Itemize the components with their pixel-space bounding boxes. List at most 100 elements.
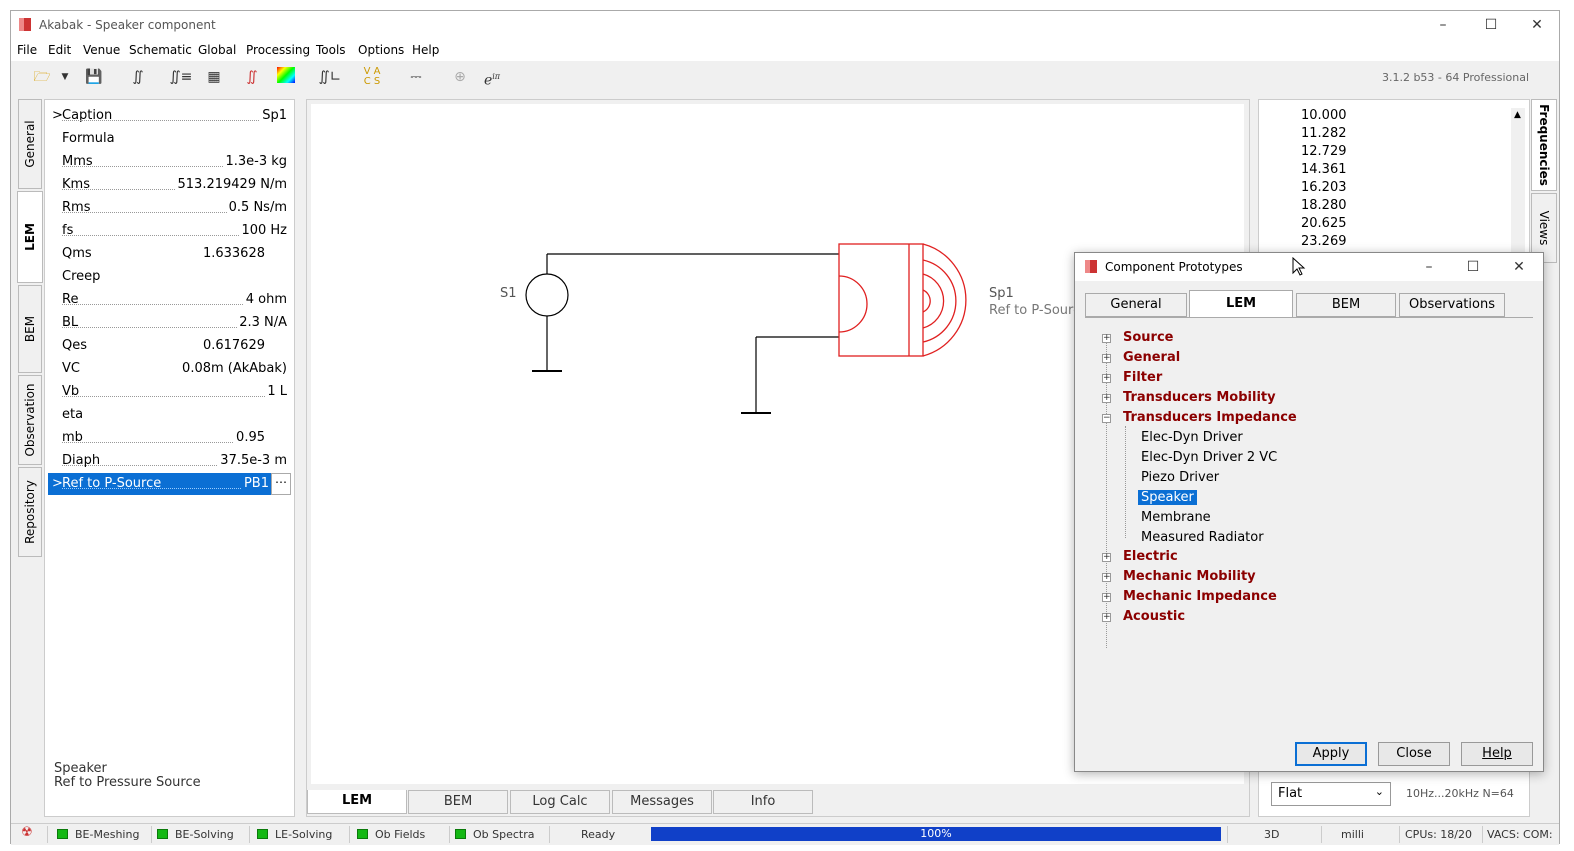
menu-help[interactable]: Help — [412, 43, 440, 57]
expand-icon[interactable]: + — [1102, 572, 1111, 582]
dialog-minimize-icon[interactable]: – — [1425, 259, 1433, 275]
integral-list-icon[interactable]: ∬≡ — [169, 69, 193, 85]
collapse-icon[interactable]: − — [1102, 413, 1111, 423]
menu-global[interactable]: Global — [198, 43, 237, 57]
tree-category-mechanic-impedance[interactable]: Mechanic Impedance — [1123, 589, 1277, 604]
minimize-icon[interactable]: – — [1439, 17, 1447, 33]
ellipsis-button[interactable]: ⋯ — [271, 473, 291, 495]
tree-category-filter[interactable]: Filter — [1123, 370, 1163, 385]
menu-options[interactable]: Options — [358, 43, 405, 57]
maximize-icon[interactable]: ☐ — [1484, 17, 1498, 33]
tab-bottom-bem[interactable]: BEM — [408, 790, 508, 814]
tab-bottom-lem[interactable]: LEM — [307, 790, 407, 814]
tab-general[interactable]: General — [18, 99, 42, 189]
frequency-item[interactable]: 20.625 — [1301, 216, 1347, 231]
tree-category-acoustic[interactable]: Acoustic — [1123, 609, 1186, 624]
integral-color-icon[interactable]: ∬ — [246, 69, 258, 85]
open-dropdown-icon[interactable]: ▼ — [61, 72, 69, 82]
open-folder-icon[interactable]: 🗁 — [33, 69, 51, 85]
tab-repository[interactable]: Repository — [18, 467, 42, 557]
close-button[interactable]: Close — [1378, 742, 1450, 766]
menu-processing[interactable]: Processing — [246, 43, 311, 57]
expand-icon[interactable]: + — [1102, 393, 1111, 403]
property-row-eta[interactable]: eta — [62, 407, 84, 422]
property-row-formula[interactable]: Formula — [62, 131, 115, 146]
color-map-icon[interactable] — [275, 67, 297, 87]
apply-button[interactable]: Apply — [1295, 742, 1367, 766]
probe-icon[interactable]: ⊕ — [454, 69, 466, 85]
integral-plot-icon[interactable]: ∬∟ — [318, 69, 342, 85]
tree-item-elec-dyn-driver[interactable]: Elec-Dyn Driver — [1141, 430, 1243, 445]
tree-item-membrane[interactable]: Membrane — [1141, 510, 1211, 525]
frequency-item[interactable]: 23.269 — [1301, 234, 1347, 249]
menu-venue[interactable]: Venue — [83, 43, 121, 57]
scroll-up-icon[interactable]: ▲ — [1514, 110, 1521, 120]
tab-info[interactable]: Info — [713, 790, 813, 814]
menu-tools[interactable]: Tools — [316, 43, 346, 57]
tree-item-speaker[interactable]: Speaker — [1138, 490, 1197, 505]
dialog-maximize-icon[interactable]: ☐ — [1466, 259, 1480, 275]
tree-item-measured-radiator[interactable]: Measured Radiator — [1141, 530, 1264, 545]
mesh-icon[interactable]: ▦ — [207, 69, 221, 85]
tree-category-general[interactable]: General — [1123, 350, 1181, 365]
source-s1[interactable] — [525, 254, 569, 372]
tab-messages[interactable]: Messages — [612, 790, 712, 814]
tree-category-transducers-impedance[interactable]: Transducers Impedance — [1123, 410, 1297, 425]
frequency-item[interactable]: 16.203 — [1301, 180, 1347, 195]
dialog-tab-general[interactable]: General — [1085, 293, 1187, 317]
dialog-close-icon[interactable]: ✕ — [1513, 259, 1525, 275]
menu-schematic[interactable]: Schematic — [129, 43, 192, 57]
property-row-creep[interactable]: Creep — [62, 269, 101, 284]
weighting-select[interactable]: Flat⌄ — [1271, 782, 1391, 806]
tree-category-electric[interactable]: Electric — [1123, 549, 1178, 564]
frequency-item[interactable]: 10.000 — [1301, 108, 1347, 123]
tree-item-elec-dyn-driver-2vc[interactable]: Elec-Dyn Driver 2 VC — [1141, 450, 1278, 465]
tree-item-piezo-driver[interactable]: Piezo Driver — [1141, 470, 1220, 485]
menu-edit[interactable]: Edit — [48, 43, 72, 57]
frequency-scrollbar[interactable]: ▲ — [1511, 108, 1525, 258]
close-icon[interactable]: ✕ — [1531, 17, 1543, 33]
expand-icon[interactable]: + — [1102, 373, 1111, 383]
tab-lem[interactable]: LEM — [17, 191, 43, 283]
expand-icon[interactable]: + — [1102, 353, 1111, 363]
expand-icon[interactable]: + — [1102, 612, 1111, 622]
tree-category-source[interactable]: Source — [1123, 330, 1174, 345]
frequency-item[interactable]: 18.280 — [1301, 198, 1347, 213]
menu-file[interactable]: File — [17, 43, 38, 57]
tree-category-mechanic-mobility[interactable]: Mechanic Mobility — [1123, 569, 1256, 584]
dialog-tab-lem[interactable]: LEM — [1189, 290, 1293, 318]
dialog-tab-observations[interactable]: Observations — [1399, 293, 1505, 317]
frequency-item[interactable]: 12.729 — [1301, 144, 1347, 159]
tree-category-transducers-mobility[interactable]: Transducers Mobility — [1123, 390, 1276, 405]
help-button[interactable]: Help — [1461, 742, 1533, 766]
tab-views[interactable]: Views — [1531, 193, 1557, 263]
save-icon[interactable]: 💾 — [85, 69, 103, 85]
frequency-item[interactable]: 14.361 — [1301, 162, 1347, 177]
euler-icon[interactable]: eiπ — [483, 72, 501, 89]
capacitor-icon[interactable]: ⎓ — [410, 69, 422, 85]
dialog-tab-bem[interactable]: BEM — [1296, 293, 1396, 317]
speaker-sp1[interactable] — [838, 243, 967, 357]
expand-icon[interactable]: + — [1102, 552, 1111, 562]
tab-bem[interactable]: BEM — [18, 285, 42, 373]
frequency-item[interactable]: 11.282 — [1301, 126, 1347, 141]
tab-log-calc[interactable]: Log Calc — [510, 790, 610, 814]
integral-icon[interactable]: ∬ — [132, 69, 144, 85]
tab-frequencies[interactable]: Frequencies — [1531, 99, 1557, 191]
expand-icon[interactable]: + — [1102, 333, 1111, 343]
